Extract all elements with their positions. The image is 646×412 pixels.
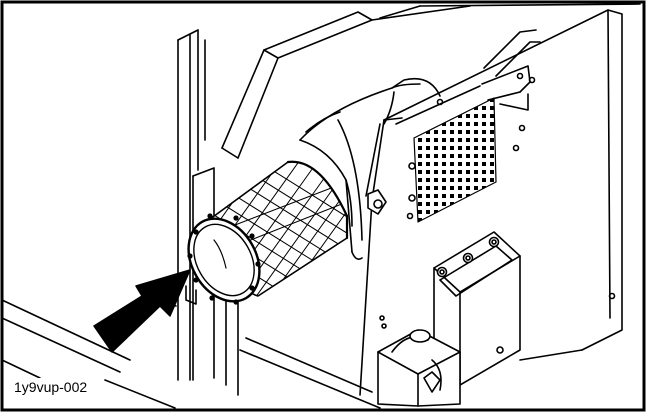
mounting-post [185,285,197,305]
vent-grille [413,97,497,223]
side-panel [359,9,623,396]
panel-holes [379,72,616,329]
switch-box [377,329,461,407]
top-bracket [221,3,641,159]
arrow-icon [93,269,191,353]
figure-code-label: 1y9vup-002 [12,378,90,396]
filter-housing [299,77,441,260]
filter-end-cap [187,213,261,305]
hinge-knob [367,189,387,215]
